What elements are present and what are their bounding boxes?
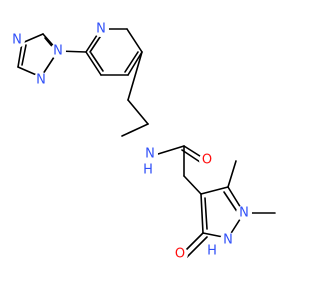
bond	[124, 51, 139, 73]
atom-pyrimidine-n3: N	[236, 205, 252, 221]
bond	[85, 51, 102, 76]
atom-label: H	[143, 163, 153, 178]
molecule-structure-diagram: N N N N N H O N	[9, 21, 276, 262]
bond	[17, 42, 23, 68]
atom-label: O	[202, 153, 212, 168]
atom-carbonyl-o: O	[199, 152, 215, 168]
atom-label: N	[239, 206, 249, 221]
atom-label: N	[223, 233, 233, 248]
bond	[127, 99, 149, 125]
bond	[200, 193, 204, 234]
bond	[183, 175, 202, 195]
bond	[121, 123, 149, 137]
bond-layer	[17, 28, 276, 258]
atom-pyrimidine-o: O	[172, 246, 188, 262]
bond	[186, 236, 208, 258]
atom-amide-n: N	[142, 146, 158, 162]
bond	[181, 149, 201, 163]
bond	[227, 160, 237, 188]
bond	[21, 44, 27, 66]
atom-label: H	[207, 244, 217, 259]
bond	[127, 51, 143, 76]
atom-pyridine-n: N	[93, 21, 109, 37]
atom-triazole-n1: N	[50, 43, 66, 59]
bond	[223, 191, 239, 214]
bond	[127, 51, 143, 101]
bond	[21, 33, 44, 44]
atom-layer: N N N N N H O N	[9, 21, 252, 262]
atom-label: N	[53, 44, 63, 59]
bond	[90, 52, 104, 72]
atom-label: N	[36, 73, 46, 88]
bond	[183, 145, 204, 159]
atom-label: N	[145, 147, 155, 162]
atom-label: N	[12, 33, 22, 48]
bond	[157, 145, 185, 155]
atom-label: N	[96, 22, 106, 37]
atom-pyrimidine-nh: N	[220, 232, 236, 248]
atom-label: O	[175, 247, 185, 262]
bond	[200, 186, 229, 195]
bond	[126, 28, 143, 53]
bond	[89, 33, 103, 53]
atom-amide-h: H	[141, 163, 155, 178]
atom-pyrimidine-h: H	[205, 244, 219, 259]
atom-triazole-n4: N	[9, 32, 25, 48]
atom-triazole-n2: N	[33, 72, 49, 88]
bond	[204, 197, 208, 230]
